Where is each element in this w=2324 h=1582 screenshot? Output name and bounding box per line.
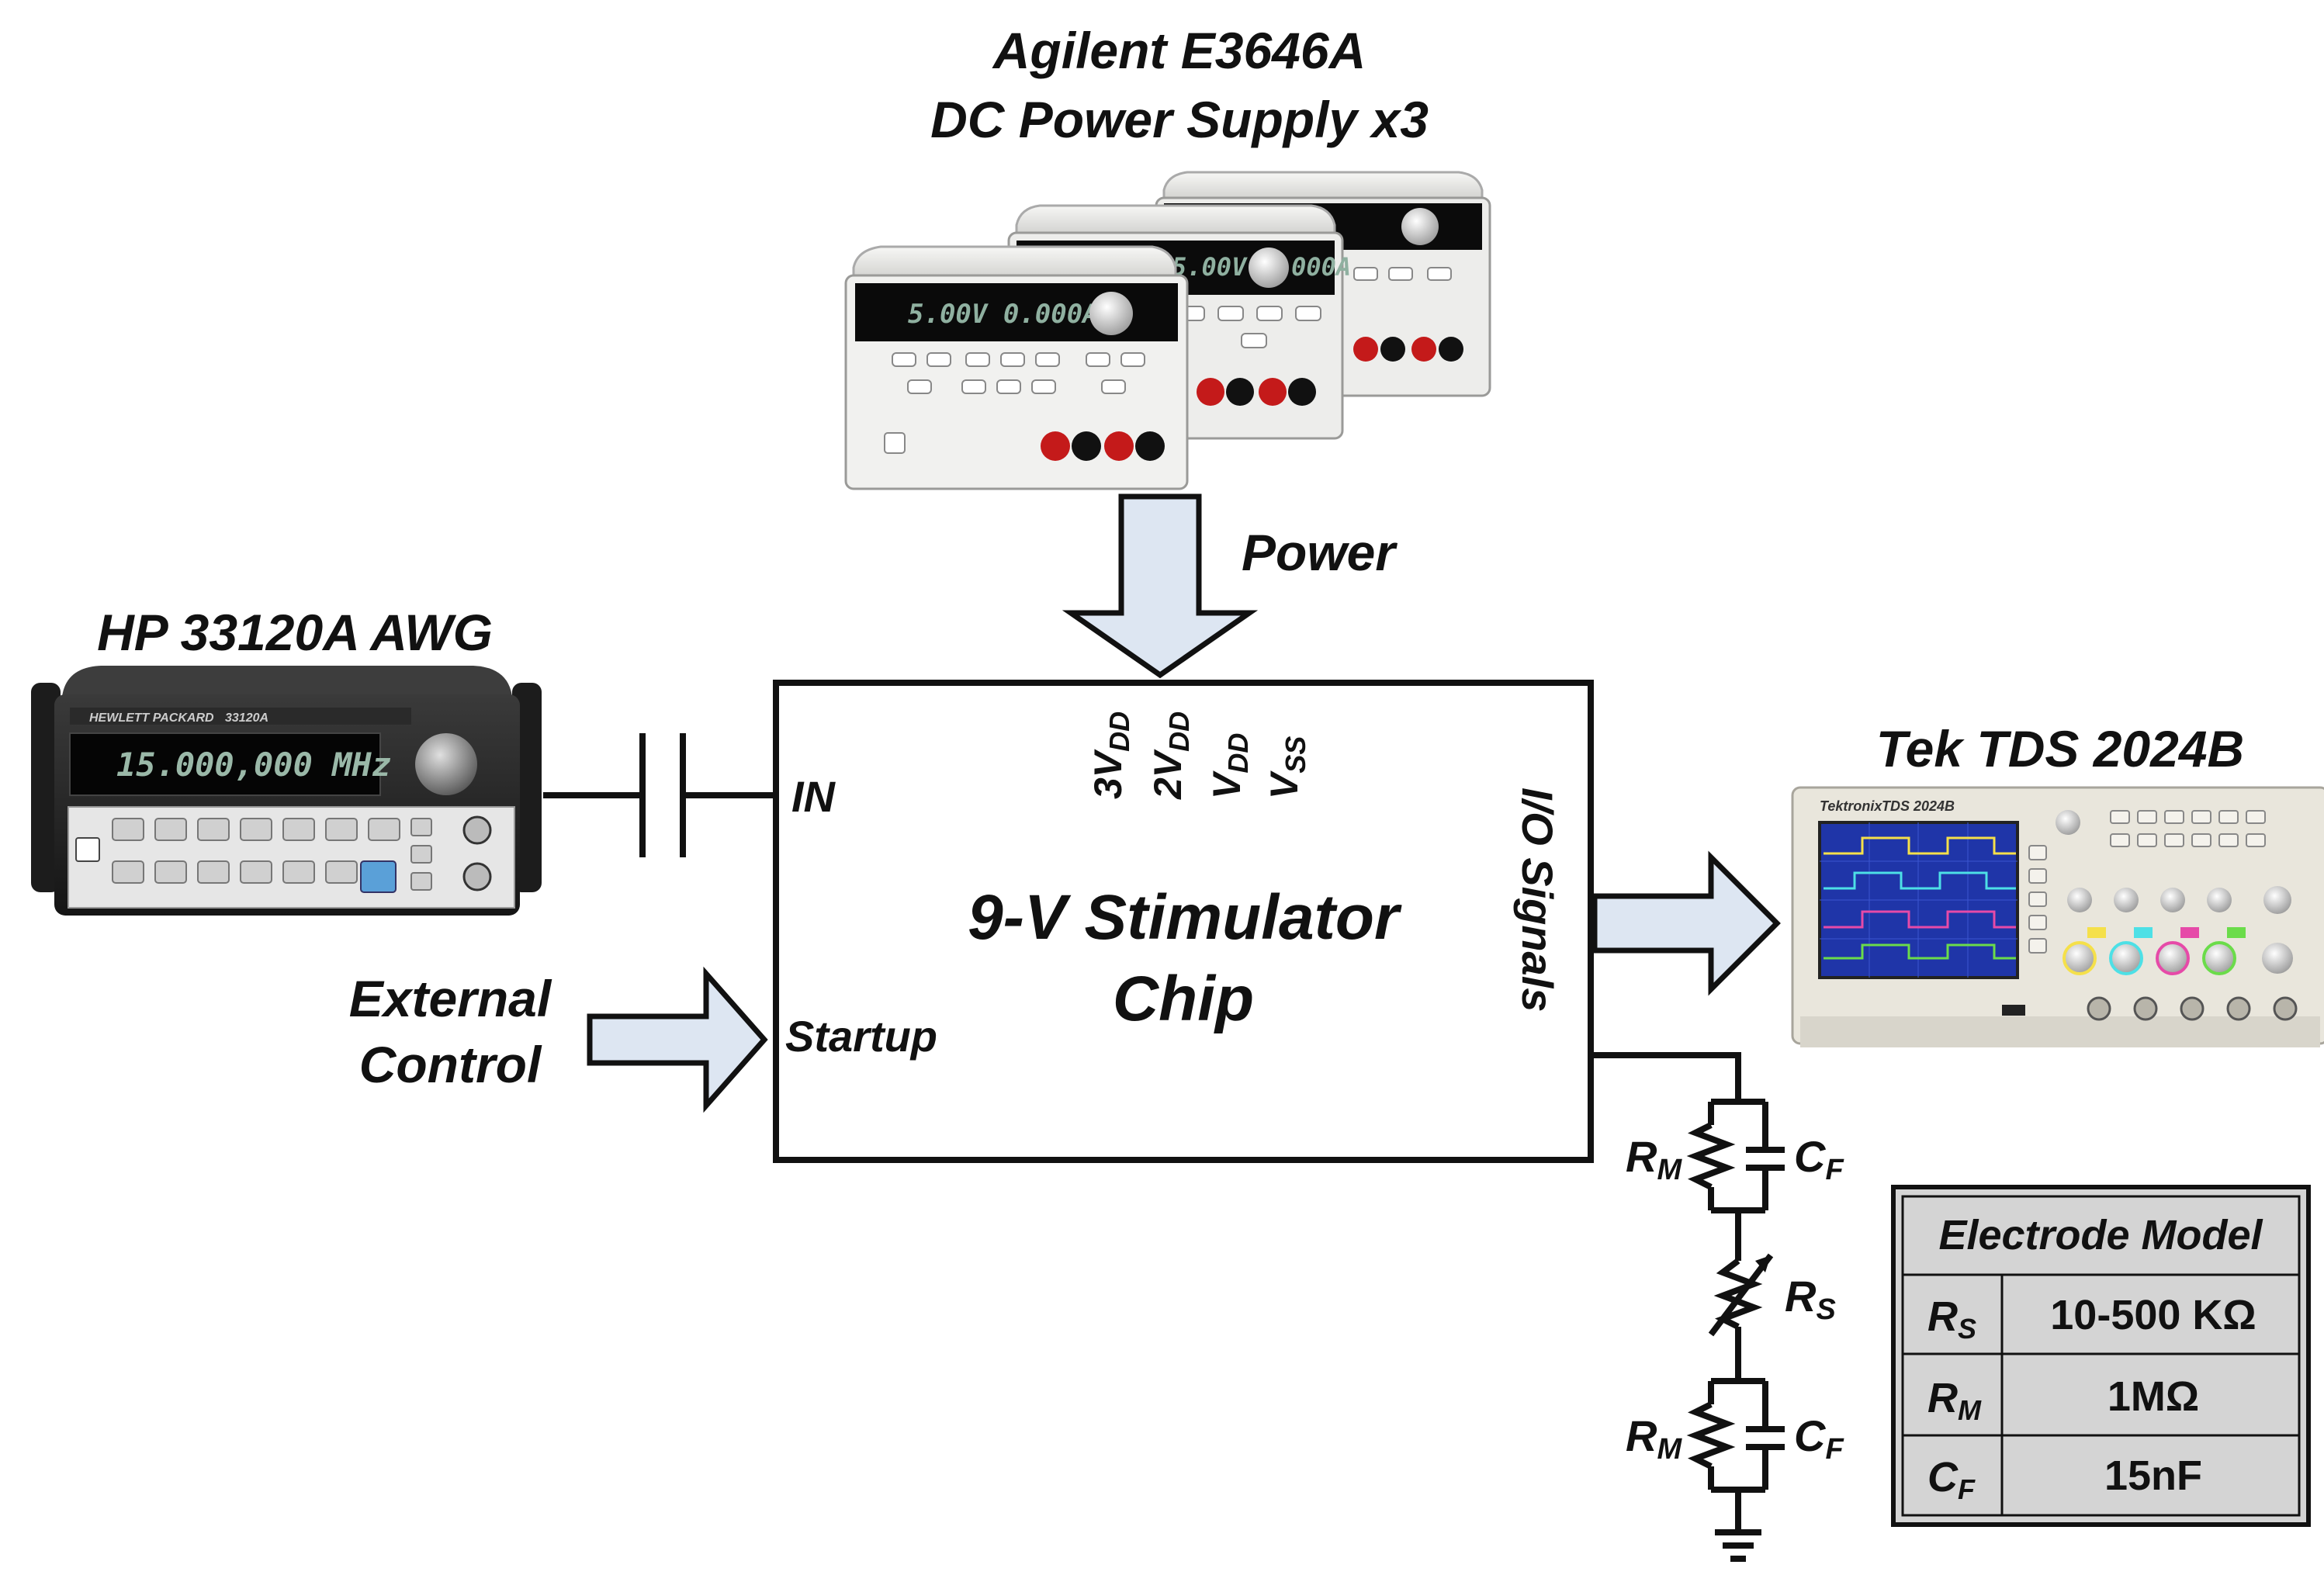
supply-pins: 3VDD 2VDD VDD VSS — [1086, 711, 1311, 800]
startup-pin-label: Startup — [785, 1012, 937, 1061]
oscilloscope-instrument: Tektronix TDS 2024B — [1791, 786, 2324, 1047]
pin-vdd: VDD — [1205, 733, 1254, 799]
psu-title: Agilent E3646A DC Power Supply x3 — [930, 22, 1429, 148]
table-row-value: 15nF — [2104, 1452, 2202, 1499]
awg-title: HP 33120A AWG — [97, 604, 493, 661]
stimulator-chip-block — [773, 680, 1594, 1163]
pin-2vdd: 2VDD — [1146, 711, 1195, 800]
variable-resistor-arrow-head — [1755, 1255, 1771, 1272]
rm1-label: RM — [1626, 1132, 1682, 1186]
table-row-value: 10-500 KΩ — [2050, 1292, 2256, 1338]
psu-title-line2: DC Power Supply x3 — [930, 91, 1429, 148]
io-signals-label: I/O Signals — [1513, 788, 1562, 1012]
external-control-arrow — [587, 966, 768, 1113]
in-pin-label: IN — [791, 772, 836, 821]
io-signals-arrow — [1591, 850, 1781, 996]
awg-model: 33120A — [225, 711, 268, 725]
electrode-model-table: Electrode Model RS 10-500 KΩ RM 1MΩ CF 1… — [1891, 1185, 2311, 1527]
psu1-display-text: 5.00V 0.000A — [908, 299, 1099, 330]
power-arrow — [1062, 493, 1259, 679]
awg-instrument: HEWLETT PACKARD 33120A 15.000,000 MHz — [31, 666, 542, 916]
pin-3vdd: 3VDD — [1086, 711, 1135, 799]
electrode-circuit — [1591, 1052, 1785, 1562]
table-row-value: 1MΩ — [2108, 1373, 2199, 1420]
coupling-capacitor-wire — [543, 733, 776, 857]
awg-display-text: 15.000,000 MHz — [116, 746, 391, 784]
chip-title-line1: 9-V Stimulator — [968, 882, 1402, 953]
scope-brand: Tektronix — [1820, 798, 1882, 814]
cf2-label: CF — [1794, 1411, 1844, 1466]
pin-vss: VSS — [1262, 736, 1311, 799]
table-row-symbol: CF — [1927, 1454, 1976, 1505]
rm2-label: RM — [1626, 1411, 1682, 1466]
rs-label: RS — [1785, 1272, 1836, 1326]
power-supply-unit-1: 5.00V 0.000A — [844, 245, 1189, 490]
table-row-symbol: RM — [1927, 1375, 1982, 1426]
table-row-symbol: RS — [1927, 1293, 1976, 1345]
power-supply-stack: 5.00V 0.000A 5.00V 0.000A — [844, 171, 1491, 490]
psu-title-line1: Agilent E3646A — [992, 22, 1366, 79]
electrode-table-title: Electrode Model — [1938, 1212, 2263, 1258]
cf1-label: CF — [1794, 1132, 1844, 1186]
chip-title-line2: Chip — [1113, 964, 1254, 1034]
scope-model: TDS 2024B — [1882, 798, 1955, 814]
scope-title: Tek TDS 2024B — [1876, 720, 2244, 777]
external-control-line1: External — [349, 970, 552, 1027]
power-label: Power — [1242, 524, 1398, 581]
awg-brand: HEWLETT PACKARD — [89, 711, 214, 725]
external-control-line2: Control — [359, 1036, 542, 1093]
